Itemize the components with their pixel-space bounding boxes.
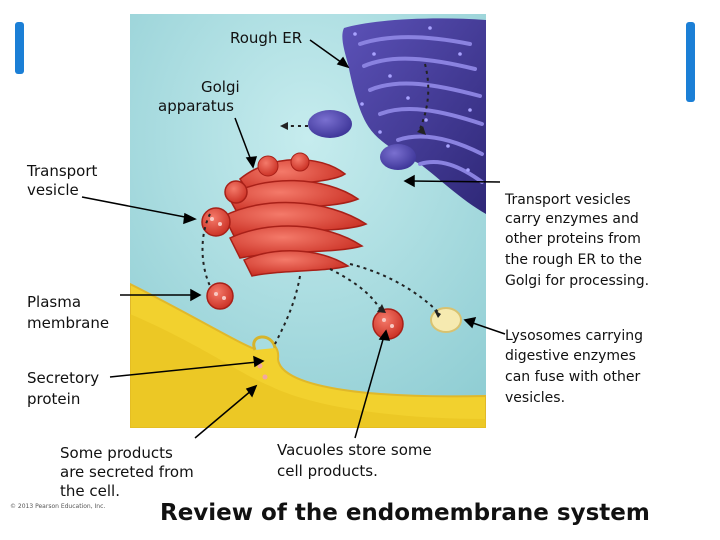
label-transport-line2: vesicle [27, 181, 79, 199]
label-lys-line2: digestive enzymes [505, 348, 636, 364]
er-vesicle [380, 144, 416, 170]
label-lys-line1: Lysosomes carrying [505, 328, 643, 344]
golgi-apparatus [223, 158, 368, 277]
label-transport-line1: Transport [27, 162, 98, 180]
label-vacuoles-line2: cell products. [277, 462, 378, 480]
label-lys-line3: can fuse with other [505, 369, 641, 385]
secretion-bud [252, 335, 277, 351]
label-rough-er: Rough ER [230, 29, 303, 47]
label-tv-desc-line1: Transport vesicles [505, 192, 631, 208]
label-secreted-line2: are secreted from [60, 463, 194, 481]
accent-bar-right [686, 22, 695, 102]
accent-bar-left [15, 22, 24, 74]
transport-vesicles [201, 180, 404, 340]
label-secreted-line1: Some products [60, 444, 173, 462]
label-secretory-line2: protein [27, 390, 81, 408]
label-golgi-line1: Golgi [201, 78, 240, 96]
label-secreted-line3: the cell. [60, 482, 120, 500]
label-tv-desc-line3: other proteins from [505, 231, 641, 247]
slide-title: Review of the endomembrane system [160, 500, 650, 526]
label-plasma-line2: membrane [27, 314, 110, 332]
arrow-heads [280, 122, 441, 318]
extracellular-shade [130, 314, 486, 428]
label-golgi-line2: apparatus [158, 97, 234, 115]
secretory-protein-dot [257, 363, 263, 369]
label-tv-desc-line5: Golgi for processing. [505, 273, 650, 289]
label-vacuoles-line1: Vacuoles store some [277, 441, 432, 459]
rough-er-folds [358, 35, 484, 184]
copyright-notice: © 2013 Pearson Education, Inc. [10, 503, 106, 510]
golgi-vesicle [290, 152, 310, 172]
er-vesicle [308, 110, 352, 138]
label-tv-desc-line4: the rough ER to the [505, 252, 643, 268]
golgi-vesicle [257, 155, 279, 177]
label-tv-desc-line2: carry enzymes and [505, 211, 639, 227]
secretory-protein-dot [262, 374, 268, 380]
label-plasma-line1: Plasma [27, 293, 82, 311]
label-secretory-line1: Secretory [27, 369, 100, 387]
label-lys-line4: vesicles. [505, 390, 566, 406]
ribosomes [353, 26, 472, 172]
